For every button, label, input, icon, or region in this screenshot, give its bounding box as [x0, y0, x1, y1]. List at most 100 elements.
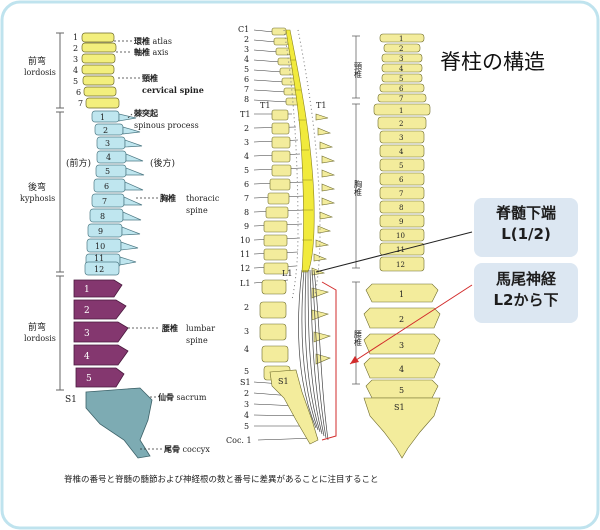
left-c-number: 1 [73, 33, 78, 42]
left-l-number: 5 [86, 374, 92, 384]
right-s1-label: S1 [394, 403, 405, 412]
right-t-number: 8 [399, 204, 403, 212]
callout-line: L(1/2) [501, 225, 551, 243]
left-t-number: 2 [103, 126, 108, 135]
right-t-number: 7 [399, 190, 403, 198]
mid-sacrum [269, 369, 319, 445]
left-t-number: 11 [94, 254, 104, 263]
left-s1-label: S1 [65, 395, 77, 405]
mid-c-label: 4 [244, 55, 249, 64]
mid-t-label: T1 [240, 110, 250, 119]
cauda-equina-callout: 馬尾神経 L2から下 [474, 263, 578, 323]
right-cervical-region: 頸椎 [354, 62, 363, 79]
mid-posterior-elements [311, 113, 336, 365]
right-t-number: 1 [399, 107, 403, 115]
sacrum-label: 仙骨 sacrum [158, 392, 207, 402]
left-sacrum [85, 387, 153, 459]
spinous-label-en: spinous process [134, 121, 199, 130]
left-t-number: 1 [100, 113, 105, 122]
left-c-number: 6 [76, 88, 81, 97]
mid-t-label: 10 [240, 236, 250, 245]
thoracic-label-en-2: spine [186, 206, 208, 215]
left-t-number: 4 [106, 153, 111, 162]
lordosis-bottom-label-ja: 前弯 [28, 321, 46, 333]
axis-label: 軸椎 axis [134, 47, 169, 57]
cervical-label-en: cervical spine [142, 85, 204, 95]
mid-c-label: C1 [238, 25, 249, 34]
mid-s-label: 2 [244, 389, 249, 398]
mid-l-label: 4 [244, 345, 249, 354]
right-cervical-group [377, 33, 427, 103]
right-lumbar-group [363, 283, 441, 399]
mid-t-label: 7 [244, 194, 249, 203]
mid-t-label: 12 [240, 264, 250, 273]
kyphosis-label-en: kyphosis [20, 194, 55, 203]
mid-t-label: 2 [244, 124, 249, 133]
mid-coccyx-label: Coc. 1 [226, 436, 252, 445]
page-title: 脊柱の構造 [440, 50, 545, 74]
left-l-number: 2 [84, 306, 90, 316]
right-c-number: 6 [399, 85, 404, 93]
mid-c-label: 3 [244, 45, 249, 54]
anterior-label: (前方) [66, 157, 91, 169]
mid-s-label: 5 [244, 422, 249, 431]
middle-spine-diagram: C1 2 3 4 5 6 7 8 T1 2 3 4 5 6 7 8 9 10 1… [226, 25, 336, 445]
left-t-number: 7 [102, 197, 107, 206]
left-l-number: 3 [84, 329, 90, 339]
left-t-number: 6 [104, 182, 109, 191]
cauda-equina-arrowhead [350, 356, 359, 364]
right-l-number: 4 [399, 365, 404, 374]
right-l-number: 1 [399, 290, 404, 299]
atlas-label: 環椎 atlas [134, 36, 172, 46]
mid-cord-s1-label: S1 [278, 377, 289, 386]
spinal-cord-end-callout: 脊髄下端 L(1/2) [474, 198, 578, 257]
left-t-number: 9 [98, 227, 103, 236]
mid-t1-mark-right: T1 [316, 101, 326, 110]
mid-c-label: 2 [244, 35, 249, 44]
mid-s-label: S1 [240, 378, 251, 387]
left-lumbar-group [73, 279, 129, 388]
mid-c-label: 5 [244, 65, 249, 74]
right-l-number: 3 [399, 341, 404, 350]
footnote: 脊椎の番号と脊髄の髄節および神経根の数と番号に差異があることに注目すること [64, 475, 379, 485]
right-c-number: 3 [399, 55, 403, 63]
kyphosis-label-ja: 後弯 [28, 181, 46, 193]
right-lumbar-region: 腰椎 [354, 330, 363, 347]
mid-t-label: 8 [244, 208, 249, 217]
left-t-number: 3 [105, 139, 110, 148]
left-c-number: 7 [78, 99, 83, 108]
mid-l-label: L1 [240, 279, 250, 288]
right-t-number: 4 [399, 148, 404, 156]
right-l-number: 2 [399, 315, 404, 324]
cauda-equina-bracket [321, 281, 337, 441]
spinous-label-ja: 棘突起 [133, 108, 159, 118]
left-c-number: 5 [73, 77, 78, 86]
right-thoracic-region: 胸椎 [354, 179, 363, 197]
left-t-number: 8 [100, 212, 105, 221]
callout-line: 脊髄下端 [495, 204, 556, 222]
left-t-number: 5 [105, 167, 110, 176]
spinal-canal-dots [283, 29, 321, 301]
right-t-number: 12 [396, 261, 405, 269]
callout-line: L2から下 [493, 291, 559, 309]
cervical-label-ja: 頸椎 [142, 73, 158, 83]
mid-l-label: 5 [244, 367, 249, 376]
lordosis-top-label-ja: 前弯 [28, 55, 46, 67]
right-c-number: 1 [399, 35, 403, 43]
mid-t-label: 5 [244, 166, 249, 175]
left-c-number: 3 [73, 55, 78, 64]
right-t-number: 5 [399, 162, 403, 170]
lordosis-top-label-en: lordosis [24, 68, 56, 77]
left-c-number: 2 [73, 44, 78, 53]
right-t-number: 10 [396, 232, 405, 240]
spinal-cord-end-pointer [315, 231, 473, 273]
mid-t-label: 9 [244, 222, 249, 231]
right-c-number: 7 [399, 95, 403, 103]
thoracic-label-ja: 胸椎 [160, 193, 176, 203]
lordosis-bottom-label-en: lordosis [24, 334, 56, 343]
mid-s-label: 3 [244, 400, 249, 409]
mid-t1-mark-left: T1 [260, 101, 270, 110]
right-c-number: 5 [399, 75, 403, 83]
lumbar-label-ja: 腰椎 [161, 323, 178, 333]
